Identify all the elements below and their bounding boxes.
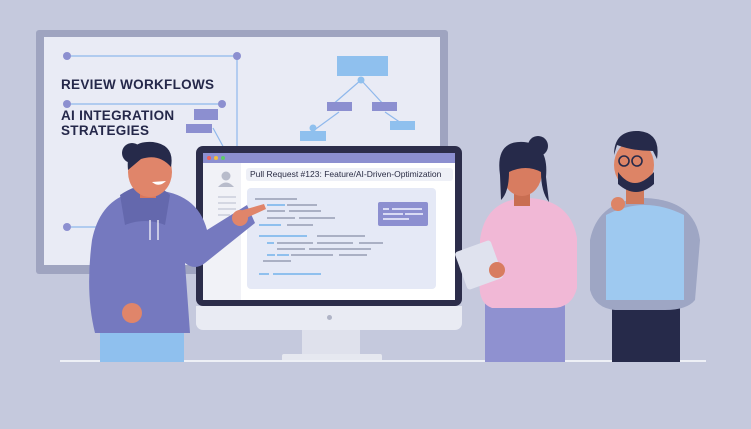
monitor-stand (302, 330, 360, 356)
window-titlebar (203, 153, 455, 163)
whiteboard-heading-ai-integration: AI INTEGRATION STRATEGIES (61, 108, 175, 138)
code-lines (255, 198, 428, 275)
tablet-icon (455, 240, 503, 290)
pull-request-title: Pull Request #123: Feature/AI-Driven-Opt… (246, 168, 453, 181)
maximize-dot-icon[interactable] (221, 156, 225, 160)
minimize-dot-icon[interactable] (214, 156, 218, 160)
user-avatar-icon (218, 171, 236, 216)
whiteboard-heading-review-workflows: REVIEW WORKFLOWS (61, 77, 215, 92)
close-dot-icon[interactable] (207, 156, 211, 160)
floor-line (60, 360, 706, 362)
bearded-man (590, 130, 700, 362)
monitor-logo-icon (327, 315, 332, 320)
woman-with-tablet (455, 136, 577, 362)
monitor-base (282, 354, 382, 362)
presenter-woman (89, 141, 266, 362)
